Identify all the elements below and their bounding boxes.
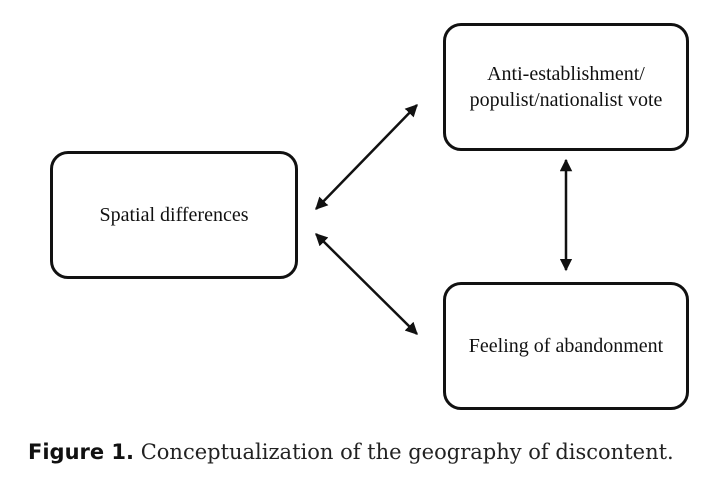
- arrow-spatial-abandonment: [315, 233, 418, 335]
- figure-caption: Figure 1. Conceptualization of the geogr…: [28, 440, 708, 464]
- vote-label-line2: populist/nationalist vote: [469, 89, 663, 111]
- abandonment-label: Feeling of abandonment: [468, 335, 664, 357]
- spatial-differences-label: Spatial differences: [99, 204, 249, 226]
- caption-label: Figure 1.: [28, 440, 135, 464]
- arrow-spatial-vote: [315, 104, 418, 210]
- vote-box: Anti-establishment/ populist/nationalist…: [443, 23, 689, 151]
- caption-text: Conceptualization of the geography of di…: [134, 440, 674, 464]
- spatial-differences-box: Spatial differences: [50, 151, 298, 279]
- vote-label-line1: Anti-establishment/: [487, 63, 645, 85]
- abandonment-box: Feeling of abandonment: [443, 282, 689, 410]
